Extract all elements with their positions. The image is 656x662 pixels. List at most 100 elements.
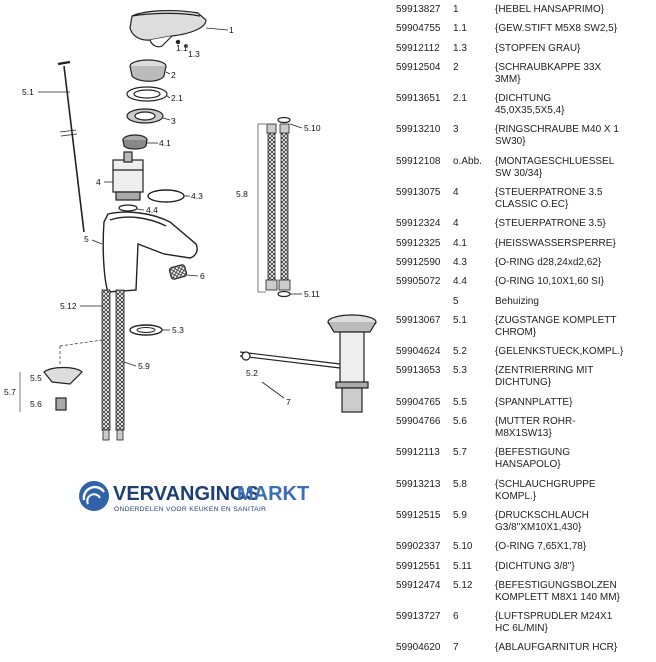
label-5-3: 5.3 <box>172 325 184 335</box>
parts-row: 59912515 5.9 {DRUCKSCHLAUCH G3/8"XM10X1,43… <box>396 510 654 534</box>
part-article-number: 59912108 <box>396 155 441 167</box>
label-5-12: 5.12 <box>60 301 77 311</box>
label-5-9: 5.9 <box>138 361 150 371</box>
o-ring-hose <box>277 116 291 124</box>
part-article-number: 59913827 <box>396 4 441 15</box>
label-2: 2 <box>171 70 176 80</box>
label-1-1: 1.1 <box>176 43 188 53</box>
part-position: 4.4 <box>453 276 467 288</box>
screw-cap-part <box>129 59 167 82</box>
part-position: 1.1 <box>453 23 467 35</box>
part-article-number: 59912504 <box>396 61 441 73</box>
label-5-2: 5.2 <box>246 368 258 378</box>
label-5-7: 5.7 <box>4 387 16 397</box>
part-description: {SCHLAUCHGRUPPE KOMPL.} <box>495 478 596 502</box>
part-article-number: 59905072 <box>396 276 441 288</box>
part-position: 5.2 <box>453 346 467 358</box>
part-description: {STEUERPATRONE 3.5} <box>495 218 606 230</box>
part-description: {MONTAGESCHLUESSEL SW 30/34} <box>495 155 615 179</box>
part-position: 2.1 <box>453 93 467 105</box>
part-position: 5.3 <box>453 365 467 377</box>
part-article-number: 59912590 <box>396 256 441 268</box>
stud-screw <box>175 39 181 45</box>
part-article-number: 59912515 <box>396 509 441 521</box>
part-position: 5.8 <box>453 478 467 490</box>
o-ring-large <box>147 189 185 203</box>
part-position: 7 <box>453 642 459 654</box>
part-position: 2 <box>453 61 459 73</box>
parts-row: 59913651 2.1 {DICHTUNG 45,0X35,5X5,4} <box>396 93 654 117</box>
lever-part <box>129 10 207 48</box>
mounting-bracket-part <box>19 339 103 412</box>
part-position: 5.11 <box>453 560 472 572</box>
label-5: 5 <box>84 234 89 244</box>
label-1-3: 1.3 <box>188 49 200 59</box>
part-position: 4 <box>453 218 459 230</box>
part-description: {BEFESTIGUNGSBOLZEN KOMPLETT M8X1 140 MM… <box>495 579 620 603</box>
part-position: 4.3 <box>453 256 467 268</box>
label-4-3: 4.3 <box>191 191 203 201</box>
label-1: 1 <box>229 25 234 35</box>
part-position: 1.3 <box>453 42 467 54</box>
part-position: 5.7 <box>453 447 467 459</box>
hose-seal <box>277 290 291 298</box>
part-description: {DICHTUNG 3/8"} <box>495 560 575 572</box>
part-article-number: 59913653 <box>396 365 441 377</box>
part-description: Behuizing <box>495 295 539 307</box>
label-4-4: 4.4 <box>146 205 158 215</box>
part-article-number: 59913067 <box>396 314 441 326</box>
parts-row: 59912108 o.Abb. {MONTAGESCHLUESSEL SW 30/3… <box>396 156 654 180</box>
part-article-number: 59913213 <box>396 478 441 490</box>
logo-name-part2: MARKT <box>237 483 309 505</box>
part-position: 3 <box>453 124 459 136</box>
part-article-number: 59904766 <box>396 416 441 428</box>
part-description: {BEFESTIGUNG HANSAPOLO} <box>495 447 571 471</box>
cartridge-part <box>112 151 144 201</box>
part-description: {O-RING 7,65X1,78} <box>495 541 587 553</box>
part-description: {DRUCKSCHLAUCH G3/8"XM10X1,430} <box>495 509 589 533</box>
parts-row: 59904766 5.6 {MUTTER ROHR- M8X1SW13} <box>396 416 654 440</box>
part-article-number: 59912551 <box>396 560 441 572</box>
label-4-1: 4.1 <box>159 138 171 148</box>
part-position: 6 <box>453 611 459 623</box>
part-description: {DICHTUNG 45,0X35,5X5,4} <box>495 93 565 117</box>
part-description: {STEUERPATRONE 3.5 CLASSIC O.EC} <box>495 187 603 211</box>
part-article-number <box>396 296 453 308</box>
part-description: {HEBEL HANSAPRIMO} <box>495 4 605 15</box>
label-5-8: 5.8 <box>236 189 248 199</box>
label-2-1: 2.1 <box>171 93 183 103</box>
part-position: 4 <box>453 187 459 199</box>
label-5-5: 5.5 <box>30 373 42 383</box>
part-description: {GELENKSTUECK,KOMPL.} <box>495 346 624 358</box>
hot-water-stop-part <box>122 134 148 150</box>
part-description: {SPANNPLATTE} <box>495 396 573 408</box>
part-position: 5.6 <box>453 416 467 428</box>
part-article-number: 59913651 <box>396 93 441 105</box>
part-position: 5.9 <box>453 509 467 521</box>
o-ring-small <box>118 204 138 212</box>
part-position: 5.1 <box>453 314 467 326</box>
part-article-number: 59902337 <box>396 541 441 553</box>
ring-screw-part <box>126 108 164 124</box>
part-description: {MUTTER ROHR- M8X1SW13} <box>495 416 576 440</box>
centering-ring-part <box>129 324 163 336</box>
label-6: 6 <box>200 271 205 281</box>
part-description: {STOPFEN GRAU} <box>495 42 581 54</box>
label-4: 4 <box>96 177 101 187</box>
part-description: {GEW.STIFT M5X8 SW2,5} <box>495 23 618 35</box>
label-5-6: 5.6 <box>30 399 42 409</box>
part-position: o.Abb. <box>453 155 482 167</box>
